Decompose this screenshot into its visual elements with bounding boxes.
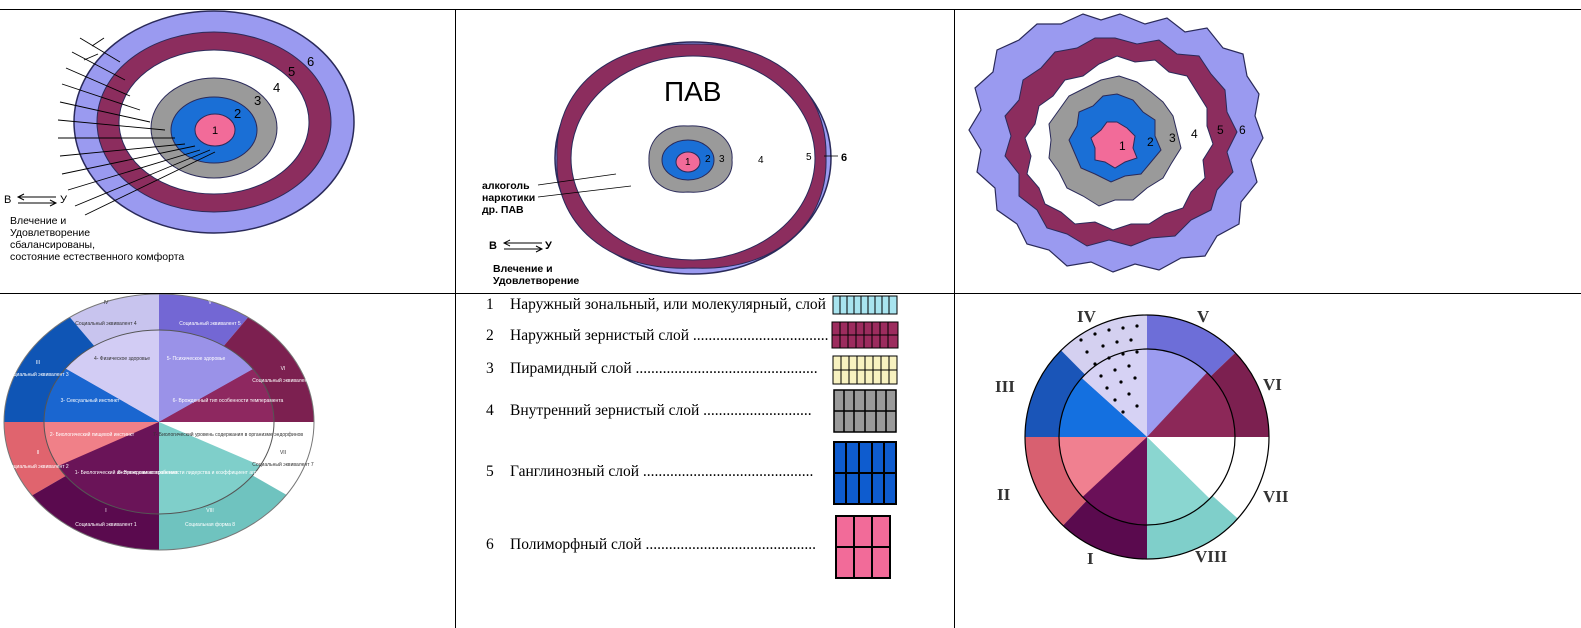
sector-label-v: V — [1197, 307, 1210, 326]
caption-line-4: состояние естественного комфорта — [10, 251, 184, 263]
outer-roman-i: I — [105, 508, 106, 514]
layer-number: 6 — [486, 536, 510, 554]
sector-label-iii: III — [995, 377, 1015, 396]
caption-line-1: Влечение и — [493, 263, 553, 275]
outer-roman-vii: VII — [280, 450, 286, 456]
sector-label-iv: IV — [1077, 307, 1097, 326]
jagged-circles-diagram: 1 2 3 4 5 6 — [955, 10, 1581, 293]
ring-number-5: 5 — [1217, 123, 1224, 137]
outer-roman-iii: III — [36, 360, 40, 366]
swatch-layer-6 — [836, 516, 890, 578]
arrow-label-b: В — [489, 240, 497, 252]
layer-number: 4 — [486, 402, 510, 420]
pav-circles-diagram: 1 2 3 4 5 6 — [456, 10, 954, 293]
sector-label-vi: VI — [1263, 375, 1282, 394]
inner-label-3: 3- Сексуальный инстинкт — [61, 397, 120, 404]
caption-line-2: Удовлетворение — [493, 275, 579, 287]
ring-number-6: 6 — [307, 54, 314, 69]
b-u-arrows — [504, 240, 542, 252]
ring-number-3: 3 — [1169, 131, 1176, 145]
layer-name: Наружный зональный, или молекулярный, сл… — [510, 296, 826, 313]
swatch-layer-2 — [832, 322, 898, 348]
ring-number-3: 3 — [719, 154, 725, 165]
ring-number-3: 3 — [254, 93, 261, 108]
inner-label-4: 4- Физическое здоровье — [94, 356, 150, 362]
ring-number-5: 5 — [288, 64, 295, 79]
ring-number-4: 4 — [273, 80, 280, 95]
inner-label-5: 5- Психическое здоровье — [167, 356, 226, 362]
outer-label-vii: Социальный эквивалент 7 — [252, 461, 314, 468]
outer-label-vi: Социальный эквивалент 6 — [252, 377, 314, 384]
outer-roman-vi: VI — [281, 366, 286, 372]
inner-label-7: 7- Биологический уровень содержания в ор… — [153, 431, 303, 438]
layer-name: Полиморфный слой .......................… — [510, 536, 816, 553]
ring-number-2: 2 — [705, 154, 711, 165]
panel-jagged-circles: 1 2 3 4 5 6 — [955, 10, 1581, 293]
sector-label-viii: VIII — [1195, 547, 1228, 566]
ring-number-6: 6 — [1239, 123, 1246, 137]
sector-ellipse-diagram: IV Социальный эквивалент 4 V Социальный … — [0, 294, 455, 628]
ring-number-6: 6 — [841, 152, 847, 164]
outer-roman-iv: IV — [104, 300, 109, 306]
outer-roman-ii: II — [37, 450, 40, 456]
outer-label-v: Социальный эквивалент 5 — [179, 320, 241, 327]
arrow-label-u: У — [545, 240, 552, 252]
substance-narcotics: наркотики — [482, 192, 535, 204]
layer-number: 3 — [486, 360, 510, 378]
outer-label-iv: Социальный эквивалент 4 — [75, 320, 137, 327]
outer-label-ii: Социальный эквивалент 2 — [7, 463, 69, 470]
layer-name: Ганглинозный слой ......................… — [510, 463, 813, 480]
inner-label-2: 2- Биологический пищевой инстинкт — [50, 431, 135, 438]
substance-alcohol: алкоголь — [482, 180, 530, 192]
arrow-label-b: В — [4, 194, 11, 206]
swatch-layer-3 — [833, 356, 897, 384]
panel-balanced-circles: 1 2 3 4 5 6 В У Влечение и Удовлетворени… — [0, 10, 455, 293]
inner-label-8: 8- Врожденные особенности лидерства и ко… — [118, 470, 270, 476]
outer-label-i: Социальный эквивалент 1 — [75, 521, 137, 528]
b-u-arrows — [18, 194, 56, 206]
ring-number-2: 2 — [234, 106, 241, 121]
ring-number-1: 1 — [685, 157, 691, 168]
panel-roman-sector-circle: IV V III VI II VII I VIII — [955, 294, 1581, 628]
layer-number: 5 — [486, 463, 510, 481]
ring-number-1: 1 — [212, 125, 218, 137]
sector-label-vii: VII — [1263, 487, 1289, 506]
swatch-layer-5 — [834, 442, 896, 504]
panel-sector-ellipse: IV Социальный эквивалент 4 V Социальный … — [0, 294, 455, 628]
panel-pav-circles: 1 2 3 4 5 6 ПАВ алкоголь наркотики др. П… — [456, 10, 954, 293]
layer-name: Пирамидный слой ........................… — [510, 360, 818, 377]
caption-line-1: Влечение и — [10, 215, 66, 227]
sector-label-ii: II — [997, 485, 1011, 504]
layer-name: Наружный зернистый слой ................… — [510, 327, 829, 344]
sector-label-i: I — [1087, 549, 1094, 568]
layer-row-6: 6Полиморфный слой ......................… — [486, 536, 816, 554]
swatch-layer-4 — [834, 390, 896, 432]
arrow-label-u: У — [60, 194, 67, 206]
inner-label-6: 6- Врожденный тип особенности темперамен… — [173, 397, 284, 404]
roman-sector-diagram: IV V III VI II VII I VIII — [955, 294, 1581, 628]
outer-label-viii: Социальная форма 8 — [185, 522, 235, 528]
caption-line-3: сбалансированы, — [10, 239, 95, 251]
ring-number-4: 4 — [758, 155, 764, 166]
caption-line-2: Удовлетворение — [10, 227, 90, 239]
ring-number-4: 4 — [1191, 127, 1198, 141]
layer-name: Внутренний зернистый слой ..............… — [510, 402, 812, 419]
ring-number-5: 5 — [806, 152, 812, 163]
substance-other: др. ПАВ — [482, 204, 524, 216]
layer-number: 1 — [486, 296, 510, 314]
layer-number: 2 — [486, 327, 510, 345]
outer-roman-viii: VIII — [206, 508, 214, 514]
swatch-layer-1 — [833, 296, 897, 314]
pav-title: ПАВ — [664, 76, 721, 108]
outer-label-iii: Социальный эквивалент 3 — [7, 371, 69, 378]
ring-number-1: 1 — [1119, 139, 1126, 153]
ring-number-2: 2 — [1147, 135, 1154, 149]
